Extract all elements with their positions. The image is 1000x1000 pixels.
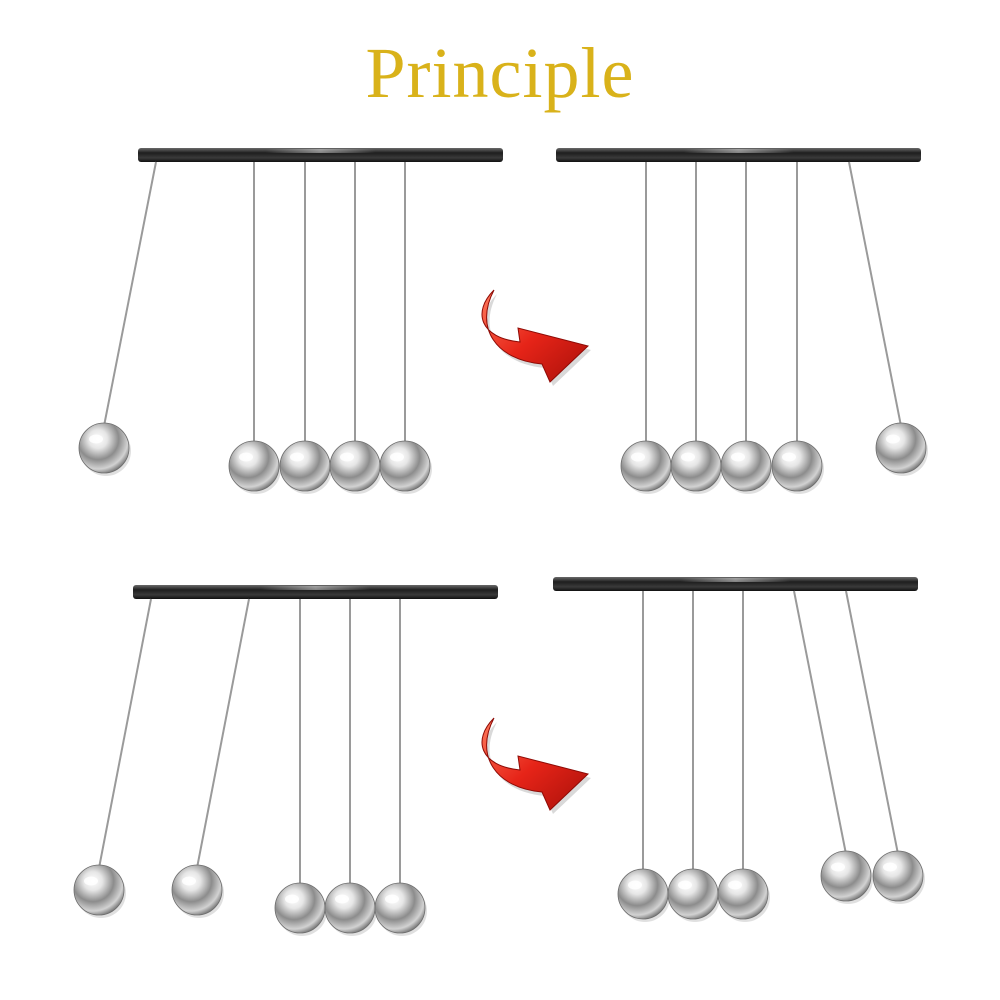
one-ball-before-ball-3-highlight	[290, 452, 304, 462]
two-balls-after-support-bar	[553, 577, 918, 591]
two-balls-after-ball-5	[872, 850, 924, 902]
one-ball-after-ball-3-highlight	[731, 452, 745, 462]
two-balls-after-ball-3-highlight	[728, 880, 742, 890]
two-balls-after-ball-5-highlight	[883, 862, 897, 872]
one-ball-before-ball-4-highlight	[340, 452, 354, 462]
two-balls-before-ball-5	[374, 882, 426, 934]
two-balls-after-ball-1-highlight	[628, 880, 642, 890]
one-ball-curved-red-arrow-icon	[481, 289, 590, 383]
two-balls-before-ball-4	[324, 882, 376, 934]
one-ball-before-ball-1-highlight	[89, 434, 103, 444]
one-ball-before-support-bar	[138, 148, 503, 162]
two-balls-after-string-5	[845, 590, 899, 855]
two-balls-before-ball-2-highlight	[182, 876, 196, 886]
one-ball-after-ball-2	[670, 440, 722, 492]
one-ball-after-support-bar-shine	[683, 149, 794, 153]
one-ball-after-support-bar	[556, 148, 921, 162]
one-ball-before-ball-4	[329, 440, 381, 492]
two-balls-after-ball-2	[667, 868, 719, 920]
two-balls-after-ball-4-highlight	[831, 862, 845, 872]
one-ball-after-ball-2-highlight	[681, 452, 695, 462]
two-balls-before-ball-2	[171, 864, 223, 916]
one-ball-before-ball-5-highlight	[390, 452, 404, 462]
two-balls-after-ball-2-highlight	[678, 880, 692, 890]
one-ball-before-ball-2	[228, 440, 280, 492]
two-balls-before-ball-5-highlight	[385, 894, 399, 904]
two-balls-before-support-bar	[133, 585, 498, 599]
two-balls-before-ball-4-highlight	[335, 894, 349, 904]
two-balls-curved-red-arrow-icon	[481, 717, 590, 811]
two-balls-before-ball-1-highlight	[84, 876, 98, 886]
diagram-title: Principle	[365, 33, 635, 113]
two-balls-after-ball-4	[820, 850, 872, 902]
two-balls-before-ball-1	[73, 864, 125, 916]
one-ball-after-ball-3	[720, 440, 772, 492]
two-balls-after-support-bar-shine	[680, 578, 791, 582]
one-ball-before-ball-5	[379, 440, 431, 492]
two-balls-before-string-1	[98, 598, 152, 869]
two-balls-after-ball-3	[717, 868, 769, 920]
two-balls-after-string-4	[793, 590, 847, 855]
one-ball-after-ball-1	[620, 440, 672, 492]
two-balls-after-ball-1	[617, 868, 669, 920]
one-ball-after-ball-5-highlight	[886, 434, 900, 444]
two-balls-before-string-2	[196, 598, 250, 869]
one-ball-after-string-5	[848, 161, 902, 427]
one-ball-after-ball-5	[875, 422, 927, 474]
one-ball-before-string-1	[103, 161, 157, 427]
one-ball-before-ball-2-highlight	[239, 452, 253, 462]
two-balls-before-ball-3	[274, 882, 326, 934]
one-ball-before-ball-3	[279, 440, 331, 492]
one-ball-after-ball-4	[771, 440, 823, 492]
two-balls-before-support-bar-shine	[260, 586, 371, 590]
one-ball-after-ball-1-highlight	[631, 452, 645, 462]
two-balls-before-ball-3-highlight	[285, 894, 299, 904]
one-ball-after-ball-4-highlight	[782, 452, 796, 462]
one-ball-before-support-bar-shine	[265, 149, 376, 153]
one-ball-before-ball-1	[78, 422, 130, 474]
